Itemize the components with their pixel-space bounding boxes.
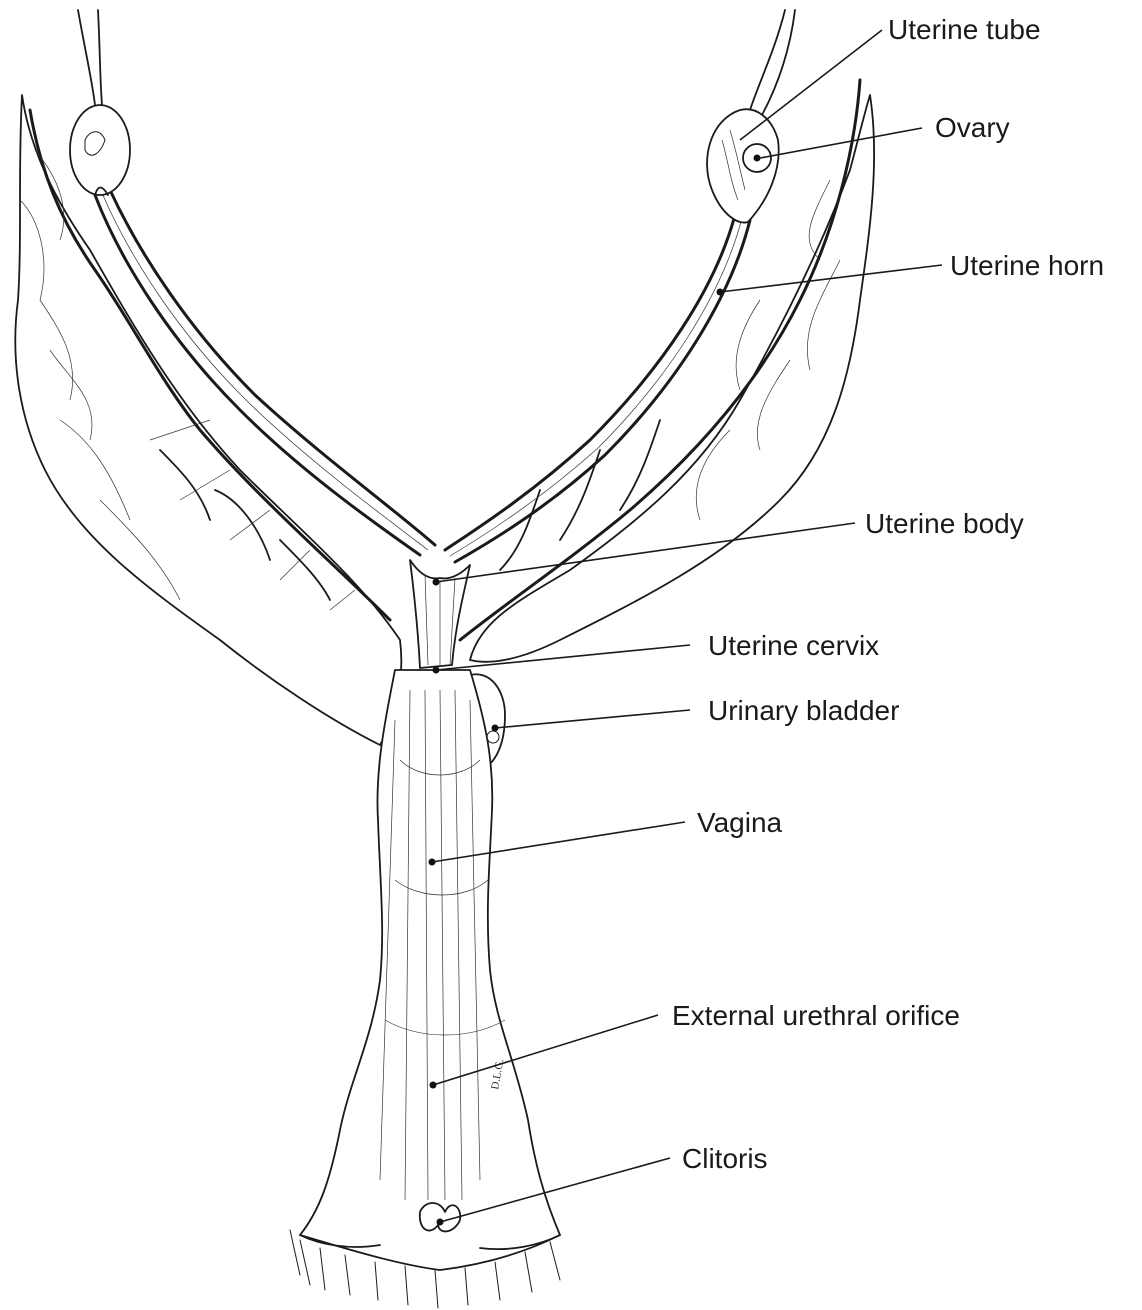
external-urethral-orifice-dot bbox=[430, 1082, 437, 1089]
label-external-urethral-orifice: External urethral orifice bbox=[672, 1000, 960, 1031]
label-ovary: Ovary bbox=[935, 112, 1010, 143]
ovary-marker-dot bbox=[754, 155, 761, 162]
uterine-body-cervix bbox=[410, 560, 470, 668]
vagina-dot bbox=[429, 859, 436, 866]
label-clitoris: Clitoris bbox=[682, 1143, 768, 1174]
left-tube-ovary bbox=[70, 10, 130, 195]
vagina-vestibule: D.L.G. bbox=[290, 670, 560, 1308]
right-broad-ligament bbox=[460, 80, 874, 662]
label-uterine-tube: Uterine tube bbox=[888, 14, 1041, 45]
uterine-horn-dot bbox=[717, 289, 724, 296]
uterine-body-dot bbox=[433, 579, 440, 586]
label-vagina: Vagina bbox=[697, 807, 783, 838]
label-uterine-cervix: Uterine cervix bbox=[708, 630, 879, 661]
uterine-cervix-dot bbox=[433, 667, 440, 674]
label-uterine-horn: Uterine horn bbox=[950, 250, 1104, 281]
urinary-bladder-dot bbox=[492, 725, 499, 732]
label-uterine-body: Uterine body bbox=[865, 508, 1024, 539]
left-broad-ligament bbox=[15, 95, 401, 745]
right-tube-ovary bbox=[707, 10, 795, 223]
clitoris-dot bbox=[437, 1219, 444, 1226]
label-urinary-bladder: Urinary bladder bbox=[708, 695, 899, 726]
